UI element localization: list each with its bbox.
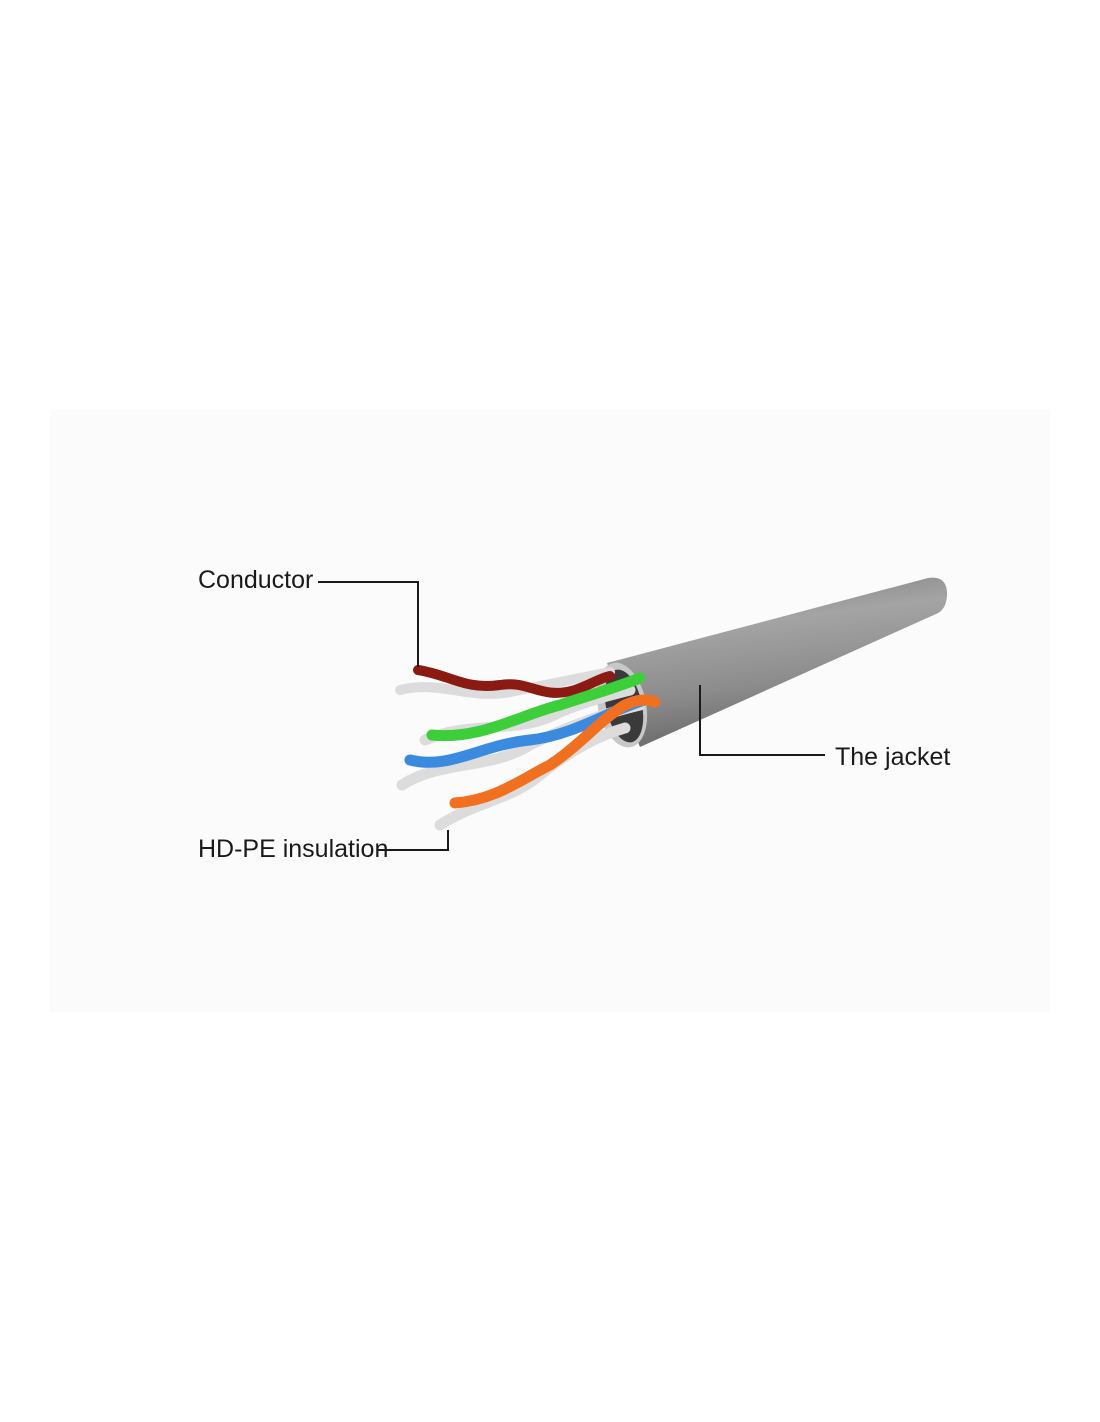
- twisted-pair-brown: [395, 665, 615, 699]
- leader-lines: [318, 581, 825, 851]
- cable-jacket: [596, 577, 948, 748]
- twisted-pair-orange: [434, 694, 661, 831]
- twisted-pair-green: [419, 672, 646, 746]
- insulation-label: HD-PE insulation: [198, 835, 388, 863]
- conductor-label: Conductor: [198, 566, 313, 594]
- jacket-label: The jacket: [835, 743, 950, 771]
